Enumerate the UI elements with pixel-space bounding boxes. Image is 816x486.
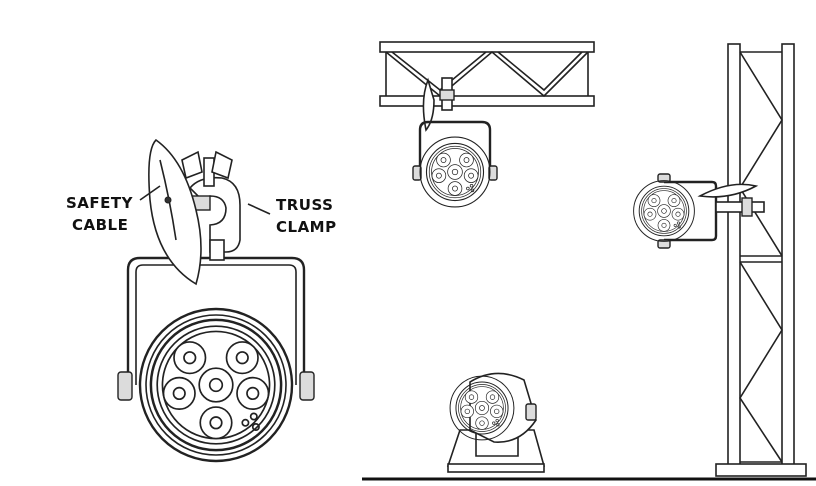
truss-clamp-label-line2: CLAMP xyxy=(276,218,337,236)
truss-clamp-label-line1: TRUSS xyxy=(276,196,333,214)
large-fixture-with-clamp xyxy=(117,138,315,463)
truss-clamp-leader xyxy=(247,203,271,215)
safety-cable-icon xyxy=(148,138,202,286)
safety-cable-label-line2: CABLE xyxy=(72,216,128,234)
safety-cable-label-line1: SAFETY xyxy=(66,194,134,212)
hung-fixture xyxy=(412,77,498,208)
floor-fixture xyxy=(362,372,816,481)
fixture-front-large xyxy=(138,307,294,463)
vertical-truss-tower xyxy=(715,43,807,477)
horizontal-truss xyxy=(379,41,595,107)
side-mounted-fixture xyxy=(633,173,765,249)
safety-cable-leader xyxy=(139,185,161,201)
